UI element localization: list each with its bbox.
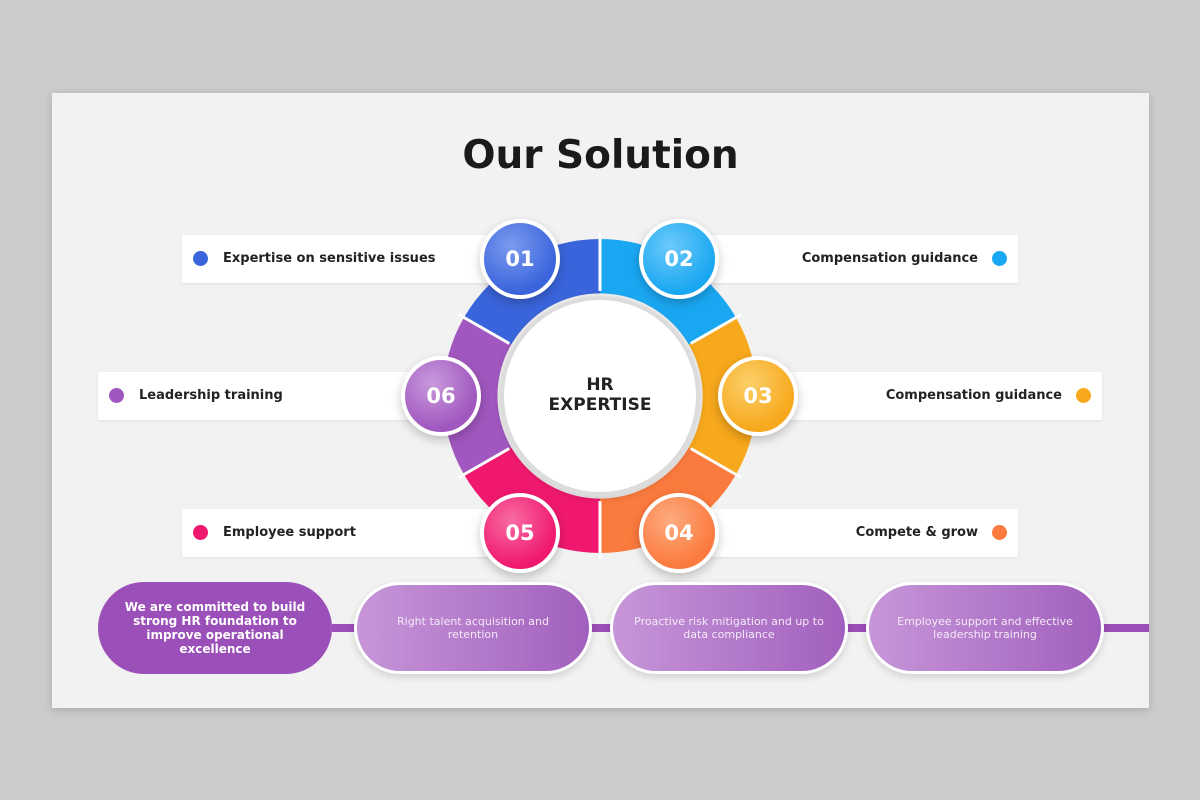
badge-02: 02 — [639, 219, 719, 299]
item-label-2: Compensation guidance — [801, 251, 978, 266]
center-title-line1: HR — [586, 375, 614, 395]
item-dot-2 — [992, 251, 1007, 266]
item-label-6: Leadership training — [139, 388, 283, 403]
page-title: Our Solution — [462, 133, 739, 178]
pill-support-text: Employee support and effective leadershi… — [897, 615, 1073, 641]
connector-line — [1100, 624, 1149, 632]
pill-commitment-text: We are committed to build strong HR foun… — [124, 600, 306, 656]
badge-06: 06 — [401, 356, 481, 436]
pill-talent: Right talent acquisition and retention — [354, 582, 592, 674]
item-bar-4: Compete & grow — [688, 509, 1018, 557]
item-bar-3: Compensation guidance — [766, 372, 1102, 420]
pill-risk: Proactive risk mitigation and up to data… — [610, 582, 848, 674]
item-dot-6 — [109, 388, 124, 403]
pill-support: Employee support and effective leadershi… — [866, 582, 1104, 674]
item-bar-2: Compensation guidance — [688, 235, 1018, 283]
item-dot-3 — [1076, 388, 1091, 403]
connector-line — [844, 624, 870, 632]
item-dot-1 — [193, 251, 208, 266]
pill-commitment: We are committed to build strong HR foun… — [98, 582, 332, 674]
pill-talent-text: Right talent acquisition and retention — [397, 615, 549, 641]
item-label-1: Expertise on sensitive issues — [223, 251, 436, 266]
center-title: HR EXPERTISE — [500, 375, 700, 415]
item-dot-4 — [992, 525, 1007, 540]
segment-dividers — [458, 233, 742, 559]
item-bar-6: Leadership training — [98, 372, 434, 420]
badge-01: 01 — [480, 219, 560, 299]
slide: Our Solution Expertise on sensitive issu… — [52, 93, 1149, 708]
badge-03: 03 — [718, 356, 798, 436]
center-circle — [500, 296, 700, 496]
item-label-5: Employee support — [223, 525, 356, 540]
item-label-4: Compete & grow — [855, 525, 978, 540]
item-label-3: Compensation guidance — [885, 388, 1062, 403]
item-bar-5: Employee support — [182, 509, 512, 557]
item-dot-5 — [193, 525, 208, 540]
badge-04: 04 — [639, 493, 719, 573]
connector-line — [588, 624, 614, 632]
center-title-line2: EXPERTISE — [548, 395, 652, 415]
connector-line — [332, 624, 358, 632]
item-bar-1: Expertise on sensitive issues — [182, 235, 512, 283]
badge-05: 05 — [480, 493, 560, 573]
pill-risk-text: Proactive risk mitigation and up to data… — [634, 615, 824, 641]
